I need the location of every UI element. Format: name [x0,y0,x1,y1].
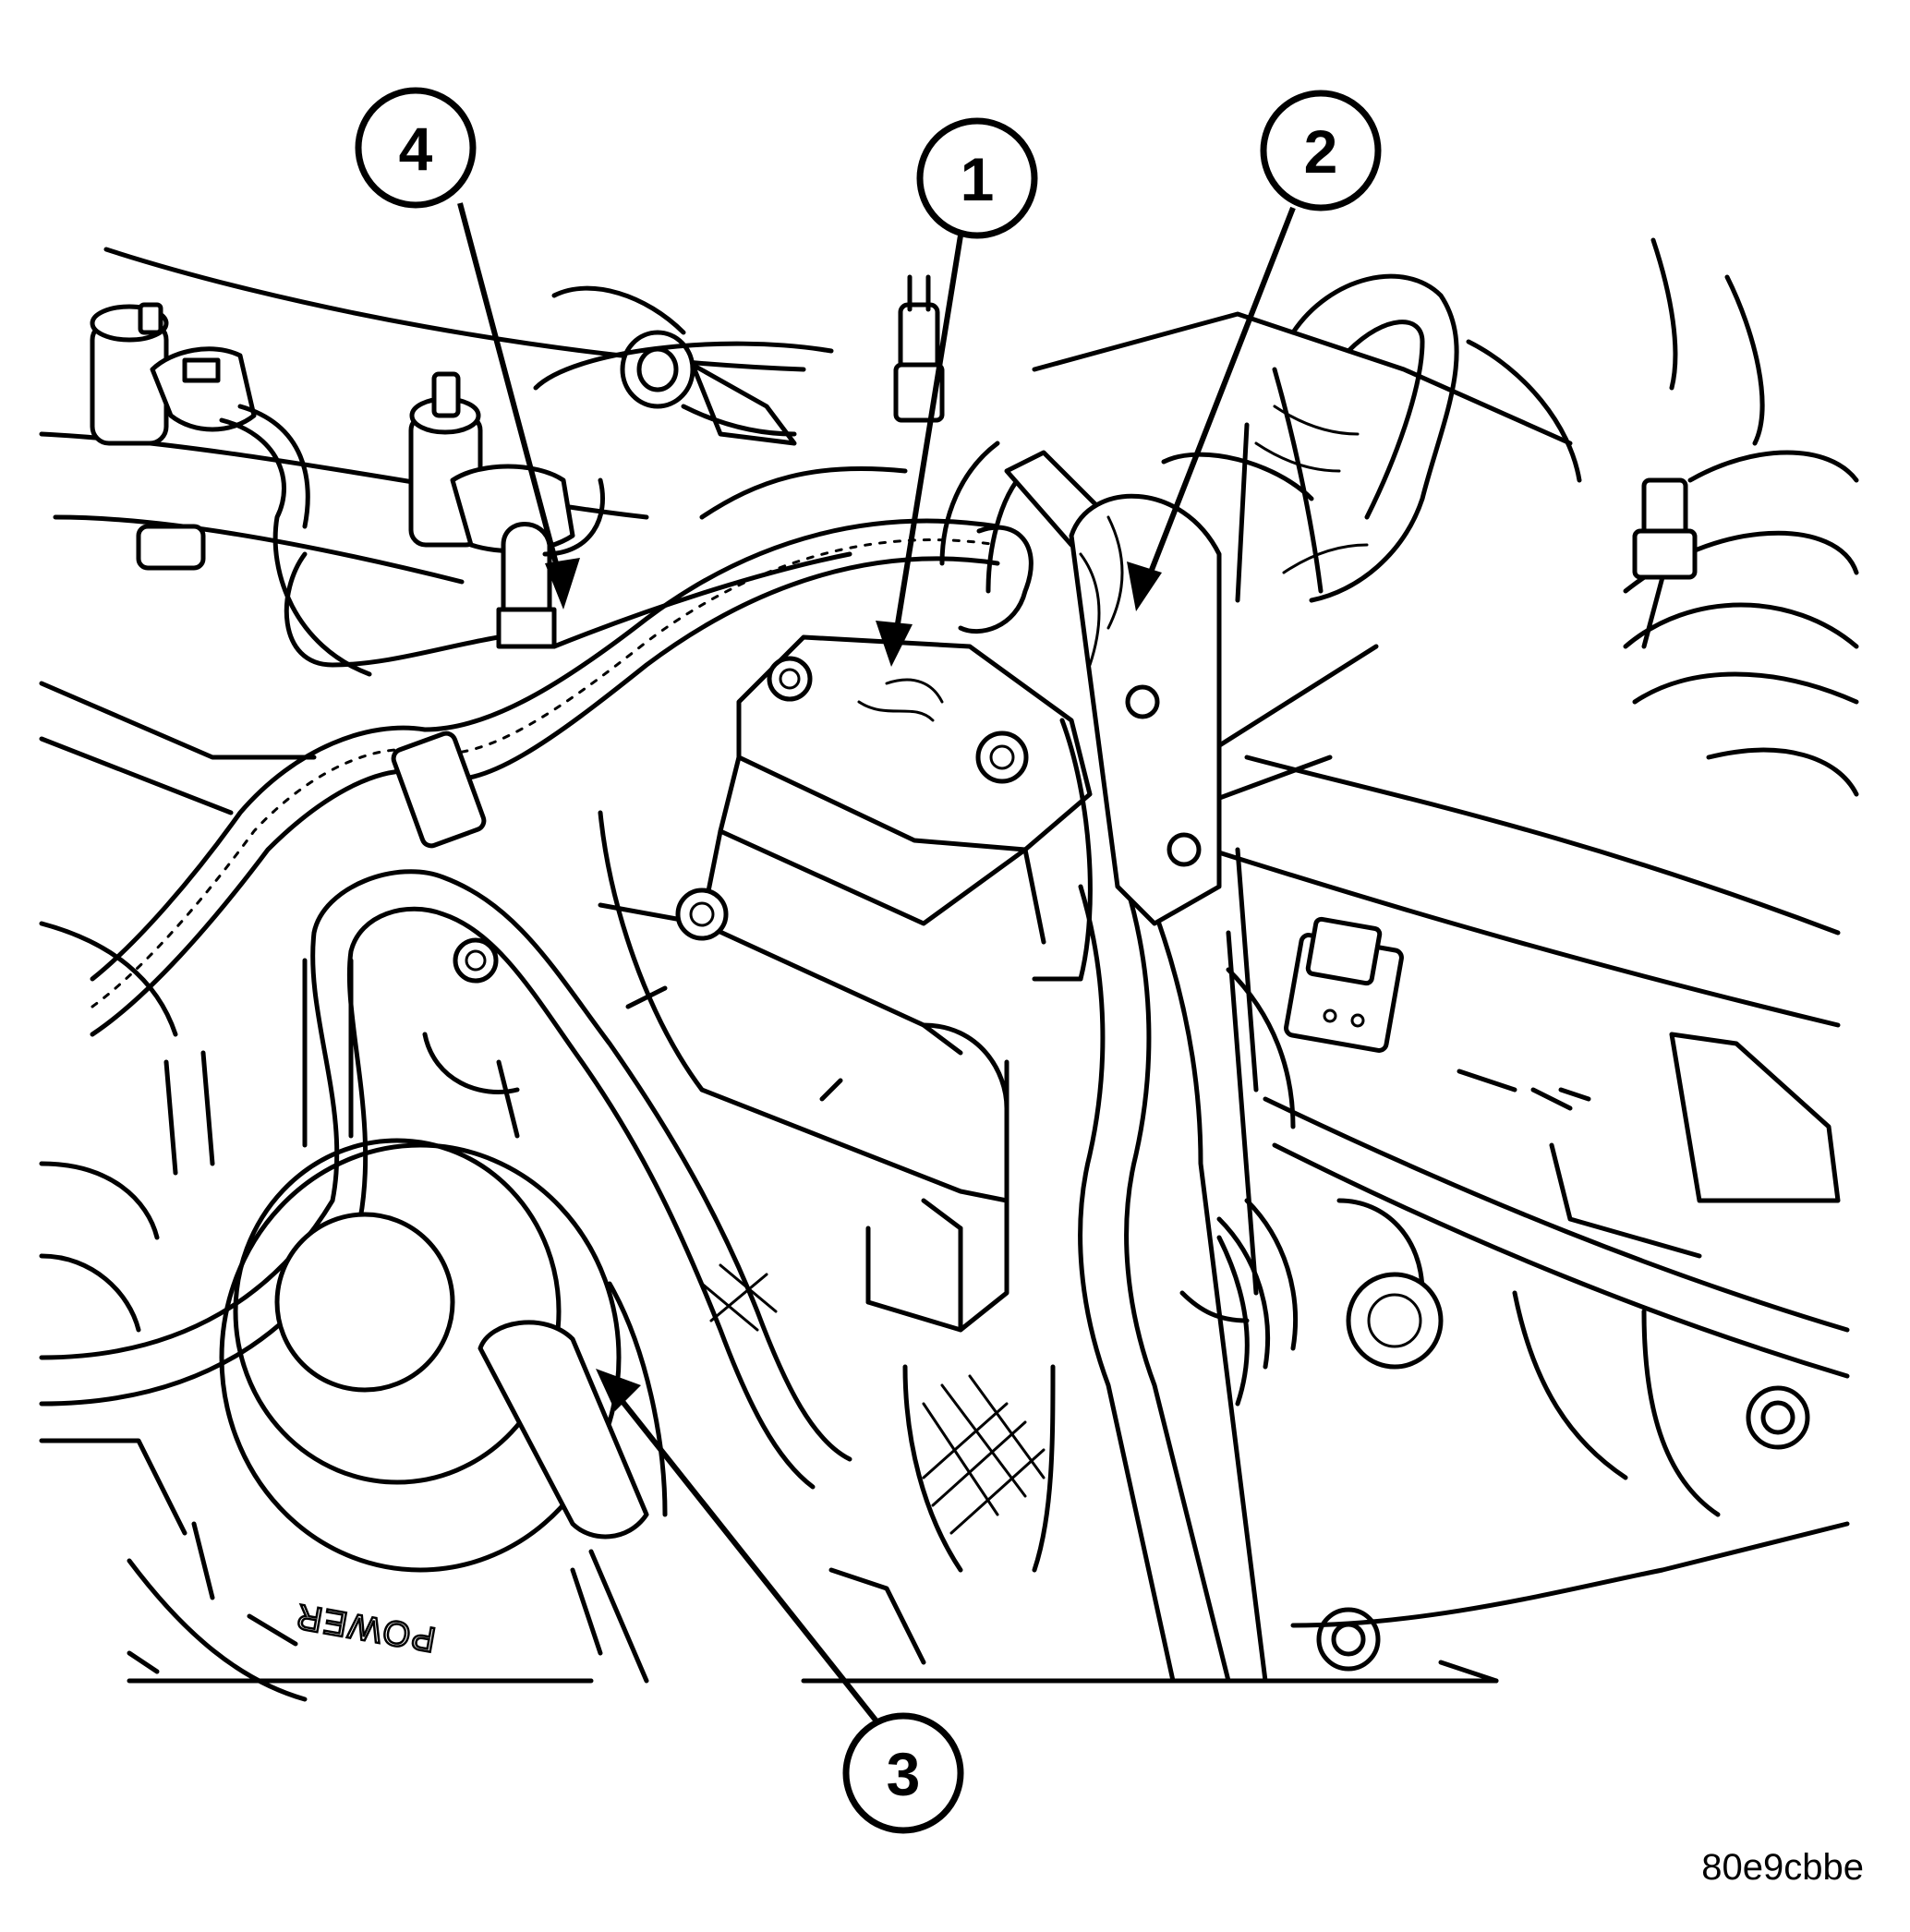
callout-1: 1 [876,117,1038,667]
callout-4: 4 [355,87,580,610]
engine-line-art: POWER [39,237,1859,1702]
callout-1-arrowhead [876,621,913,667]
fuel-supply-tube [39,869,852,1490]
tube-nut [422,937,520,1139]
callout-1-circle [916,117,1038,239]
second-fuel-injector [284,371,605,668]
callout-1-leader [891,235,963,647]
upper-radiator-hose [1161,273,1459,603]
callout-2-number: 2 [1304,117,1338,186]
callout-3-number: 3 [887,1740,921,1808]
callout-3-circle [842,1712,964,1834]
callout-2-leader [1141,206,1296,593]
callout-2: 2 [1127,90,1382,611]
callout-2-arrowhead [1127,561,1162,611]
hose-bracket [1069,493,1222,926]
wire-connector [1179,1198,1298,1370]
lower-right-bolt [1746,1385,1810,1450]
power-steering-pump: POWER [127,1138,668,1702]
power-embossed-label: POWER [292,1596,439,1659]
callout-3-leader [607,1383,880,1724]
left-fuel-injector [90,302,372,677]
vertical-tube [1078,884,1296,1684]
cross-hatched-hose [700,1263,1056,1573]
right-engine-panel [1216,847,1850,1517]
callout-2-circle [1260,90,1382,211]
callout-4-number: 4 [399,115,433,183]
callout-4-leader [457,202,566,592]
callout-4-circle [355,87,477,209]
figure-id: 80e9cbbe [1701,1847,1864,1888]
wiring-harness [90,518,1034,1037]
mounting-bracket-block [699,634,1093,1056]
right-upper-bolt [1632,477,1698,649]
callout-3-arrowhead [596,1369,641,1411]
callout-1-number: 1 [961,145,995,213]
callout-4-arrowhead [545,558,580,610]
central-housing [598,718,1093,1333]
callout-3: 3 [596,1369,964,1834]
bottom-center-bolt [1316,1607,1381,1672]
